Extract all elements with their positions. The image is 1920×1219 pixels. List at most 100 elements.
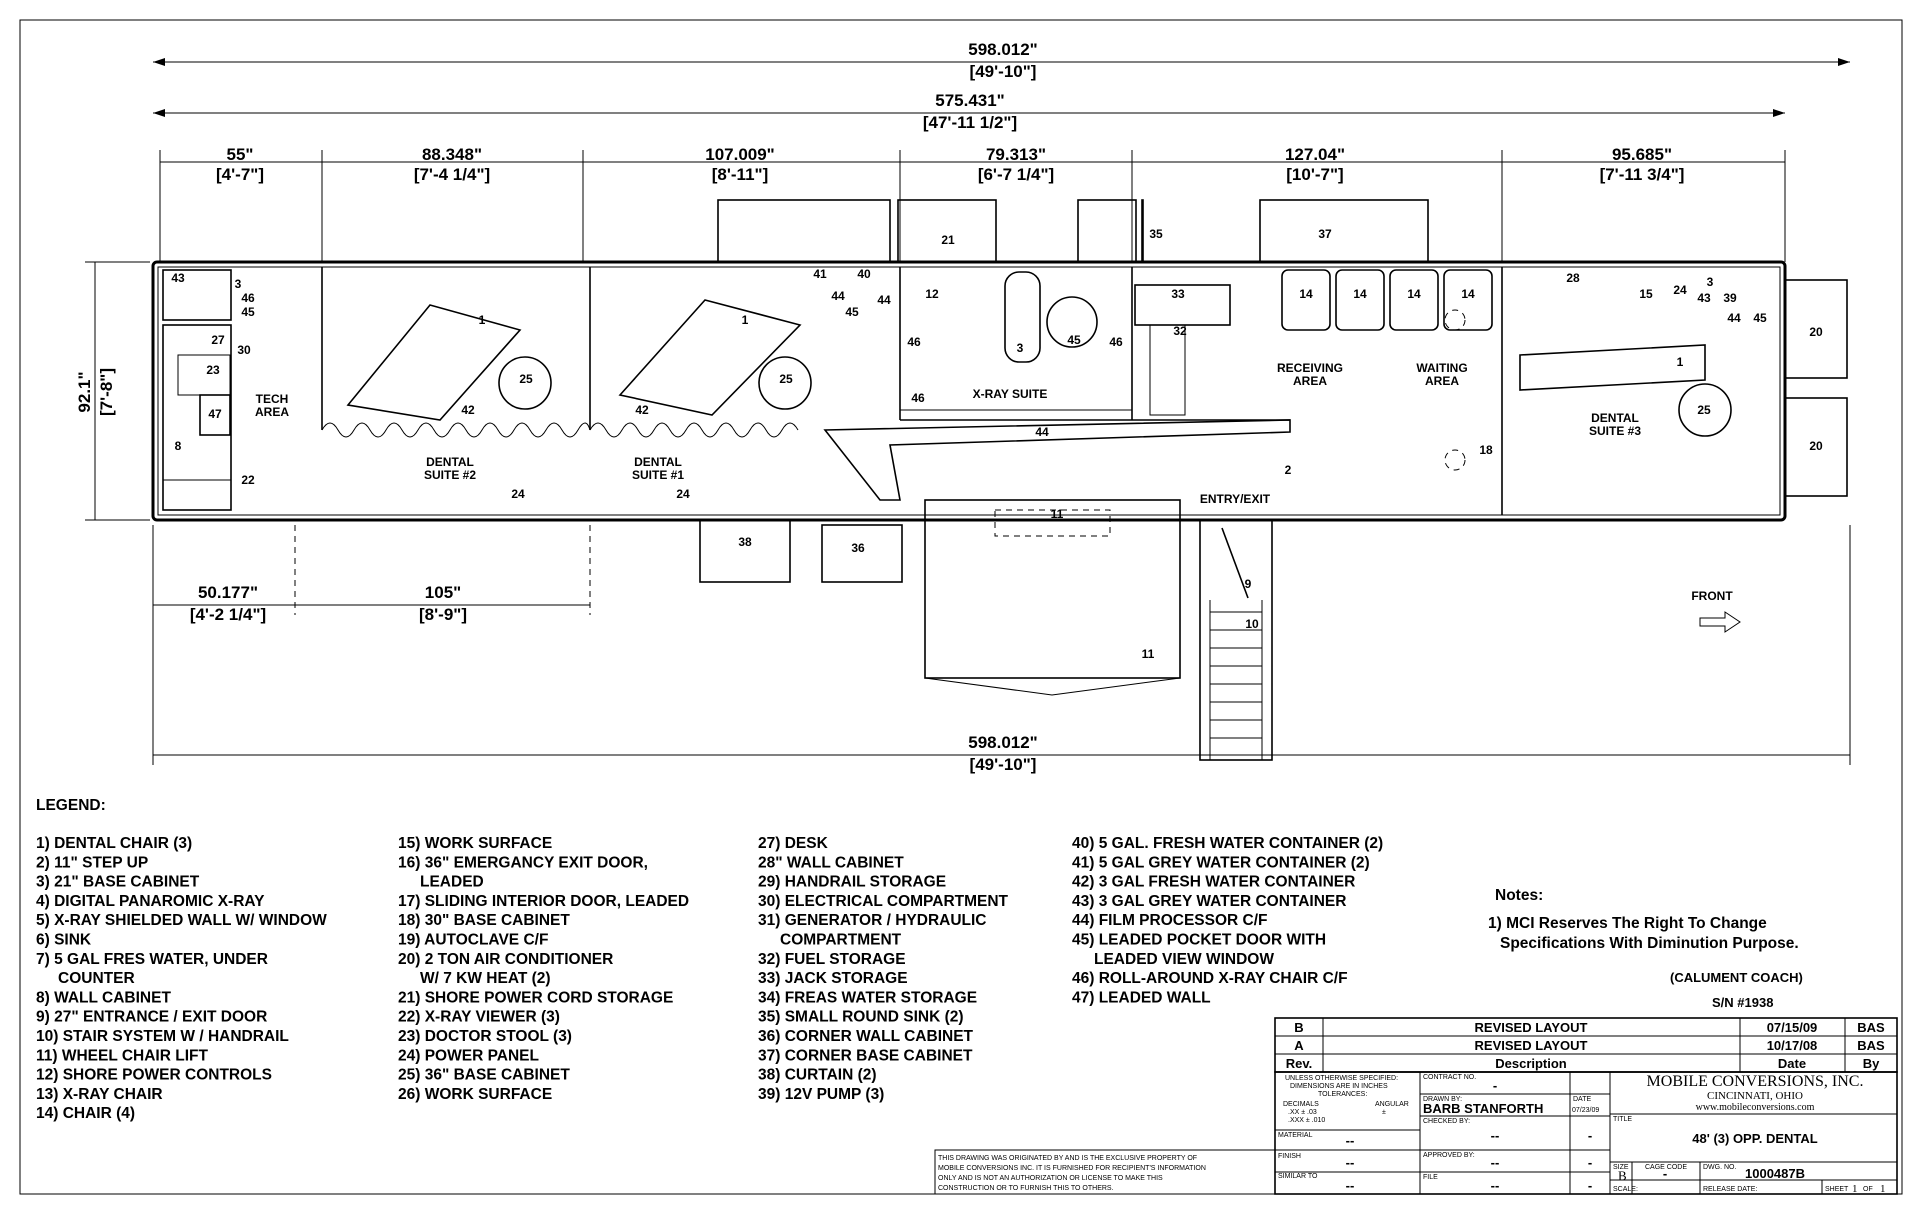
svg-text:575.431": 575.431": [935, 91, 1005, 110]
legend-item: 34) FREAS WATER STORAGE: [758, 989, 977, 1006]
legend-item: 1) DENTAL CHAIR (3): [36, 835, 192, 852]
svg-text:CONTRACT NO.: CONTRACT NO.: [1423, 1074, 1476, 1081]
svg-text:598.012": 598.012": [968, 733, 1038, 752]
svg-text:55": 55": [227, 145, 254, 164]
dimension-bottom: 50.177" [4'-2 1/4"] 105" [8'-9"]: [152, 525, 591, 624]
svg-text:--: --: [1346, 1133, 1355, 1148]
svg-text:-: -: [1493, 1078, 1497, 1093]
svg-text:REVISED LAYOUT: REVISED LAYOUT: [1475, 1020, 1588, 1035]
svg-text:3: 3: [235, 277, 242, 291]
svg-text:24: 24: [676, 487, 690, 501]
legend-item: 31) GENERATOR / HYDRAULIC: [758, 912, 987, 929]
svg-text:598.012": 598.012": [968, 40, 1038, 59]
svg-text:25: 25: [519, 372, 533, 386]
svg-text:3: 3: [1707, 275, 1714, 289]
svg-text:Notes:: Notes:: [1495, 887, 1543, 904]
dimension-overall-top: 598.012" [49'-10"]: [153, 40, 1850, 81]
svg-text:45: 45: [1753, 311, 1767, 325]
svg-text:[4'-2 1/4"]: [4'-2 1/4"]: [190, 605, 266, 624]
svg-text:27: 27: [211, 333, 225, 347]
svg-text:--: --: [1491, 1155, 1500, 1170]
svg-text:FILE: FILE: [1423, 1174, 1438, 1181]
legend-item: 14) CHAIR (4): [36, 1105, 135, 1122]
svg-text:1: 1: [742, 313, 749, 327]
svg-text:LEGEND:: LEGEND:: [36, 797, 106, 814]
legend-item: 12) SHORE POWER CONTROLS: [36, 1067, 272, 1084]
svg-text:[7'-11 3/4"]: [7'-11 3/4"]: [1600, 165, 1685, 184]
legend-item: 6) SINK: [36, 932, 92, 949]
legend-item: 7) 5 GAL FRES WATER, UNDER: [36, 951, 268, 968]
trailer-body: [151, 199, 1848, 761]
legend-item: 37) CORNER BASE CABINET: [758, 1047, 973, 1064]
legend-item: 2) 11" STEP UP: [36, 854, 148, 871]
svg-text:07/15/09: 07/15/09: [1767, 1020, 1818, 1035]
legend-item: 8) WALL CABINET: [36, 989, 171, 1006]
svg-text:[49'-10"]: [49'-10"]: [970, 755, 1037, 774]
legend-item: 39) 12V PUMP (3): [758, 1086, 884, 1103]
svg-text:[7'-4 1/4"]: [7'-4 1/4"]: [414, 165, 490, 184]
svg-text:Specifications With Diminution: Specifications With Diminution Purpose.: [1500, 935, 1799, 952]
svg-text:12: 12: [925, 287, 939, 301]
svg-text:24: 24: [511, 487, 525, 501]
dimension-overall-bottom: 598.012" [49'-10"]: [152, 525, 1851, 774]
svg-text:--: --: [1346, 1155, 1355, 1170]
dimension-body-top: 575.431" [47'-11 1/2"]: [153, 91, 1785, 132]
legend-item: 30) ELECTRICAL COMPARTMENT: [758, 893, 1009, 910]
svg-text:RECEIVING: RECEIVING: [1277, 361, 1343, 375]
legend-item: 47) LEADED WALL: [1072, 989, 1211, 1006]
legend-item: 9) 27" ENTRANCE / EXIT DOOR: [36, 1009, 267, 1026]
svg-text:10/17/08: 10/17/08: [1767, 1038, 1818, 1053]
svg-text:14: 14: [1461, 287, 1475, 301]
svg-text:-: -: [1588, 1128, 1592, 1143]
svg-text:BAS: BAS: [1857, 1020, 1885, 1035]
svg-text:46: 46: [911, 391, 925, 405]
legend: LEGEND: 1) DENTAL CHAIR (3) 2) 11" STEP U…: [36, 797, 1383, 1122]
svg-text:(CALUMENT COACH): (CALUMENT COACH): [1670, 970, 1803, 985]
svg-text:DENTAL: DENTAL: [1591, 411, 1639, 425]
legend-item: COUNTER: [58, 970, 135, 987]
svg-text:SHEET: SHEET: [1825, 1186, 1849, 1193]
svg-text:105": 105": [425, 583, 461, 602]
svg-text:B: B: [1294, 1020, 1303, 1035]
svg-text:79.313": 79.313": [986, 145, 1046, 164]
legend-item: 18) 30" BASE CABINET: [398, 912, 570, 929]
legend-item: 46) ROLL-AROUND X-RAY CHAIR C/F: [1072, 970, 1348, 987]
svg-text:44: 44: [1727, 311, 1741, 325]
proprietary-notice: THIS DRAWING WAS ORIGINATED BY AND IS TH…: [934, 1149, 1276, 1195]
svg-text:UNLESS OTHERWISE SPECIFIED:: UNLESS OTHERWISE SPECIFIED:: [1285, 1075, 1398, 1082]
legend-item: COMPARTMENT: [780, 932, 902, 949]
svg-text:14: 14: [1407, 287, 1421, 301]
svg-text:±: ±: [1382, 1109, 1386, 1116]
svg-text:46: 46: [1109, 335, 1123, 349]
svg-text:1: 1: [479, 313, 486, 327]
legend-item: 23) DOCTOR STOOL (3): [398, 1028, 572, 1045]
svg-text:BAS: BAS: [1857, 1038, 1885, 1053]
svg-text:42: 42: [635, 403, 649, 417]
svg-text:9: 9: [1245, 577, 1252, 591]
svg-text:32: 32: [1173, 324, 1187, 338]
svg-text:43: 43: [1697, 291, 1711, 305]
legend-item: 5) X-RAY SHIELDED WALL W/ WINDOW: [36, 912, 327, 929]
legend-item: 42) 3 GAL FRESH WATER CONTAINER: [1072, 874, 1355, 891]
svg-text:Date: Date: [1778, 1056, 1806, 1071]
svg-text:--: --: [1491, 1128, 1500, 1143]
svg-text:22: 22: [241, 473, 255, 487]
svg-text:REVISED LAYOUT: REVISED LAYOUT: [1475, 1038, 1588, 1053]
svg-text:-: -: [1663, 1166, 1667, 1181]
svg-text:20: 20: [1809, 439, 1823, 453]
svg-text:DIMENSIONS ARE IN INCHES: DIMENSIONS ARE IN INCHES: [1290, 1083, 1388, 1090]
svg-text:1: 1: [1880, 1183, 1886, 1195]
svg-text:ONLY AND IS NOT AN AUTHORIZATI: ONLY AND IS NOT AN AUTHORIZATION OR LICE…: [938, 1175, 1163, 1182]
svg-text:14: 14: [1353, 287, 1367, 301]
svg-text:47: 47: [208, 407, 222, 421]
svg-text:11: 11: [1051, 507, 1064, 521]
title-block: UNLESS OTHERWISE SPECIFIED: DIMENSIONS A…: [1274, 1071, 1898, 1195]
legend-item: 22) X-RAY VIEWER (3): [398, 1009, 560, 1026]
svg-text:WAITING: WAITING: [1416, 361, 1467, 375]
legend-item: 36) CORNER WALL CABINET: [758, 1028, 974, 1045]
revision-table: B REVISED LAYOUT 07/15/09 BAS A REVISED …: [1274, 1017, 1898, 1073]
svg-text:ENTRY/EXIT: ENTRY/EXIT: [1200, 492, 1271, 506]
svg-text:S/N #1938: S/N #1938: [1712, 995, 1773, 1010]
